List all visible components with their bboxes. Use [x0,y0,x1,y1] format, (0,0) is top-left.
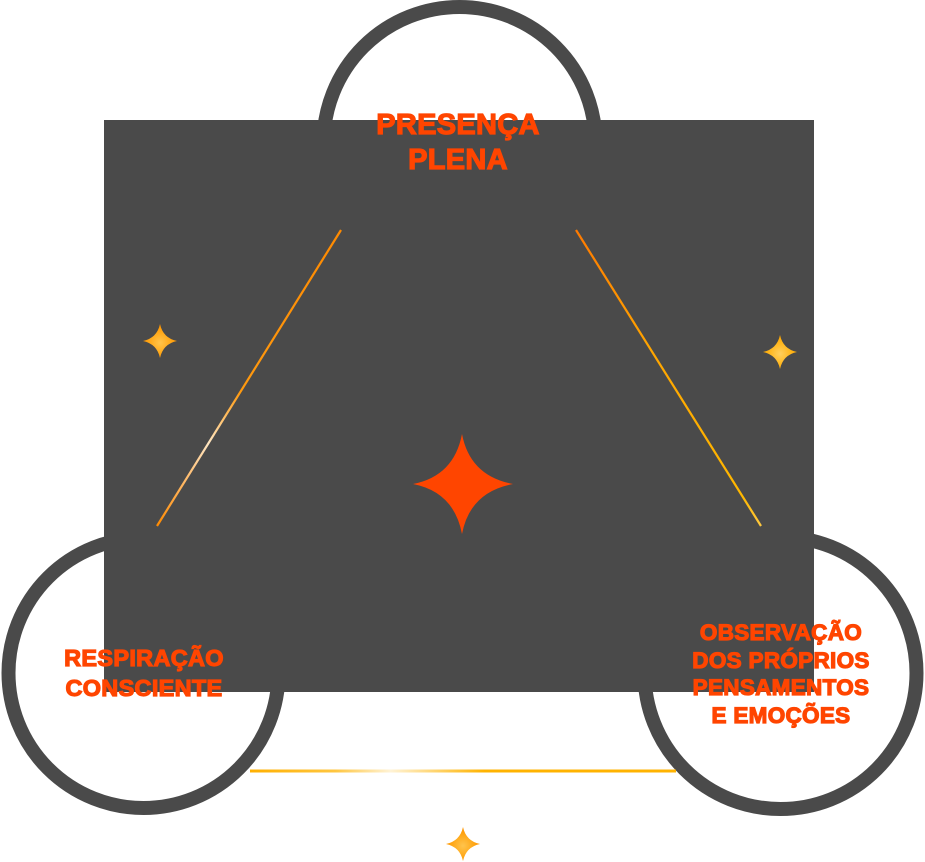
node-label-presenca-plena: PRESENÇA PLENA [308,108,608,178]
node-label-line: E EMOÇÕES [711,703,851,729]
node-label-line: PLENA [407,143,508,176]
center-star-icon [413,434,513,534]
sparkle-bottom-icon [446,827,480,861]
node-label-line: PENSAMENTOS [692,675,870,701]
sparkle-right-icon [763,335,797,369]
node-label-line: DOS PRÓPRIOS [692,647,870,673]
sparkle-left-icon [143,324,177,358]
node-label-line: CONSCIENTE [65,674,223,701]
node-label-line: PRESENÇA [376,108,540,141]
node-label-respiracao-consciente: RESPIRAÇÃO CONSCIENTE [44,643,244,703]
node-label-line: OBSERVAÇÃO [699,619,863,645]
connector-top-right [575,229,762,527]
dark-panel [104,120,814,692]
node-label-line: RESPIRAÇÃO [64,644,225,671]
node-label-observacao: OBSERVAÇÃO DOS PRÓPRIOS PENSAMENTOS E EM… [671,619,891,730]
connector-top-left [156,229,342,527]
